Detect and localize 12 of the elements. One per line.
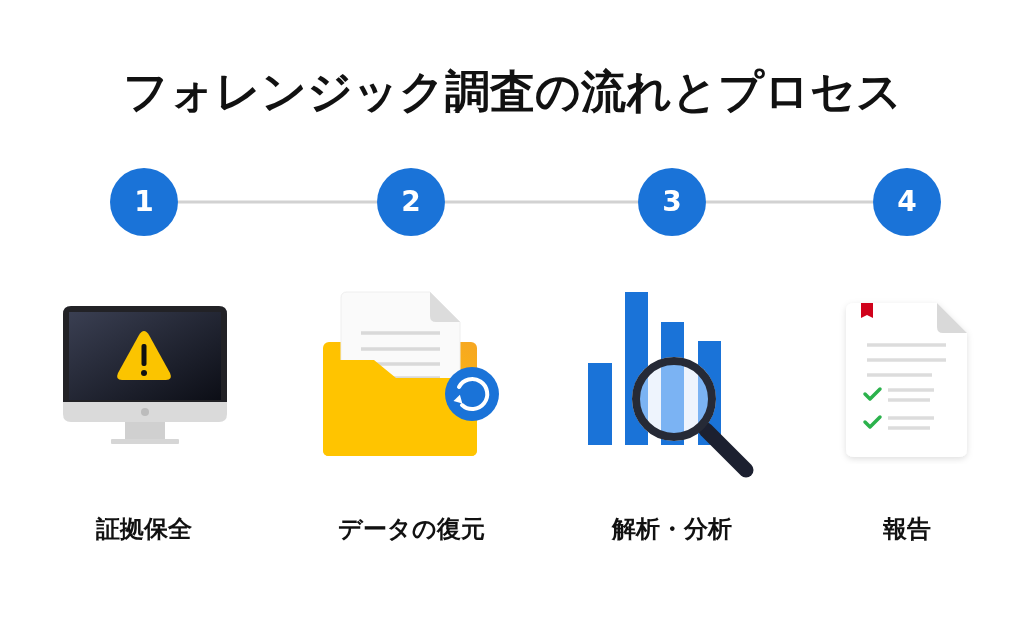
step-label: 報告: [883, 514, 931, 545]
step-number: 4: [897, 188, 917, 216]
step-label: 証拠保全: [96, 514, 192, 545]
step-number: 1: [134, 188, 154, 216]
step-number: 2: [401, 188, 421, 216]
step-label: データの復元: [337, 514, 485, 545]
step-label: 解析・分析: [612, 514, 732, 545]
connector-line: [445, 200, 638, 204]
step-number: 3: [662, 188, 682, 216]
title: フォレンジック調査の流れとプロセス: [121, 64, 903, 120]
connector-line: [706, 200, 873, 204]
connector-line: [178, 200, 377, 204]
